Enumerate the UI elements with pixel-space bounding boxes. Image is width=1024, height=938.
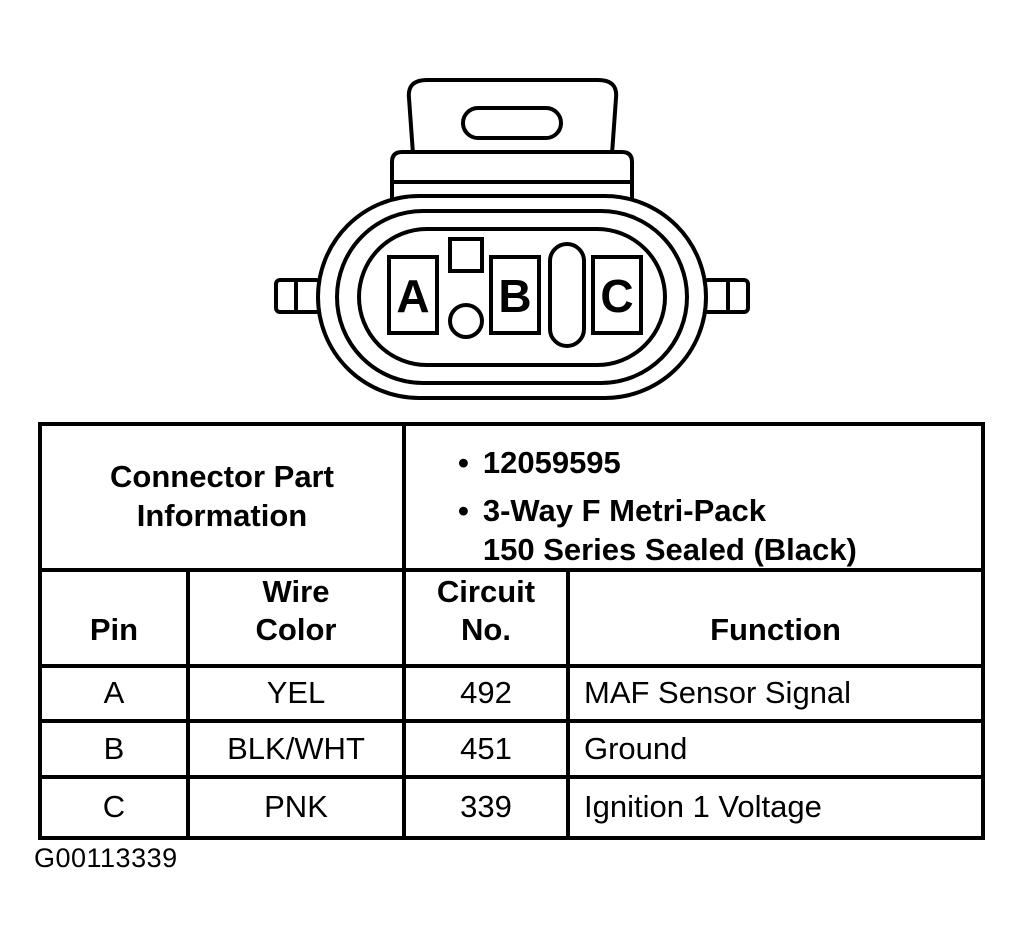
header-pin: Pin [42, 572, 190, 668]
part-info-cell: Connector Part Information [42, 426, 406, 572]
pin-cavity-b [489, 255, 541, 335]
pin-cavity-c [591, 255, 643, 335]
wire-color-cell: YEL [190, 668, 406, 723]
part-info-title: Connector Part Information [110, 459, 334, 533]
connector-table: Connector Part Information • 12059595 • … [38, 422, 985, 840]
bullet-icon: • [458, 492, 469, 528]
header-function: Function [570, 572, 981, 668]
circuit-cell: 339 [406, 779, 570, 836]
function-cell: MAF Sensor Signal [570, 668, 981, 723]
connector-diagram: A B C [274, 78, 750, 400]
bullet-icon: • [458, 445, 469, 480]
function-cell: Ground [570, 723, 981, 779]
pin-label-c: C [600, 270, 633, 322]
index-slot [548, 242, 586, 348]
mounting-slot [461, 106, 563, 140]
part-description: 3-Way F Metri-Pack 150 Series Sealed (Bl… [482, 492, 857, 567]
pin-cavity-a [387, 255, 439, 335]
pin-cell: C [42, 779, 190, 836]
index-square [448, 237, 484, 273]
part-description-item: • 3-Way F Metri-Pack 150 Series Sealed (… [458, 492, 857, 568]
figure-id: G00113339 [34, 843, 178, 873]
circuit-cell: 451 [406, 723, 570, 779]
wire-color-cell: PNK [190, 779, 406, 836]
wire-color-cell: BLK/WHT [190, 723, 406, 779]
part-number-item: • 12059595 [458, 444, 621, 483]
function-cell: Ignition 1 Voltage [584, 789, 822, 825]
index-circle [448, 303, 484, 339]
circuit-cell: 492 [406, 668, 570, 723]
flange [390, 150, 634, 198]
header-wire-color: Wire Color [190, 572, 406, 668]
header-circuit-no: Circuit No. [406, 572, 570, 668]
part-number: 12059595 [482, 445, 621, 480]
part-details-cell: • 12059595 • 3-Way F Metri-Pack 150 Seri… [406, 426, 981, 572]
pin-label-a: A [396, 270, 429, 322]
pin-cell: B [42, 723, 190, 779]
pin-cell: A [42, 668, 190, 723]
pin-label-b: B [498, 270, 531, 322]
